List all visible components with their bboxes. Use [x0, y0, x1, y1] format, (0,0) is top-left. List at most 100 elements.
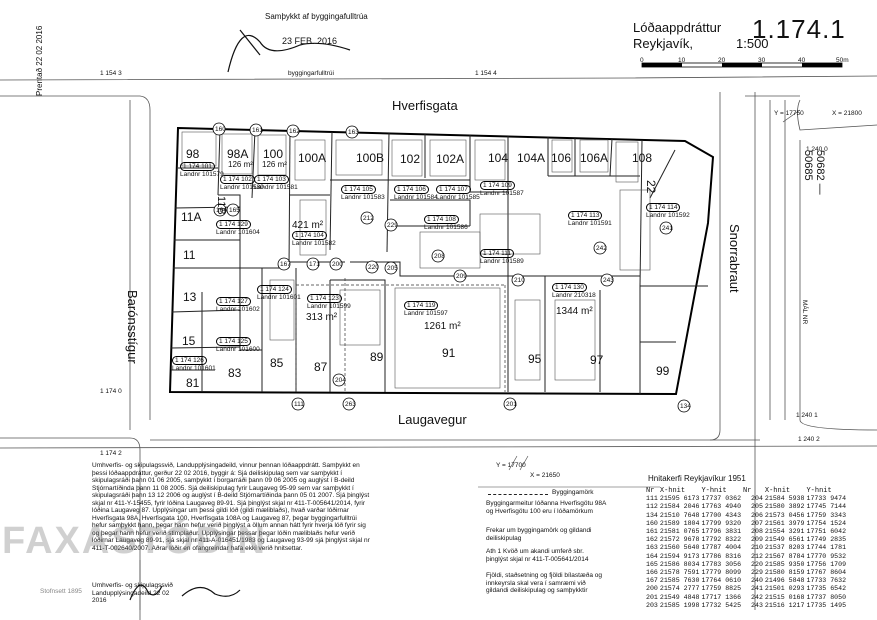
table-cell: 134	[646, 511, 658, 519]
point-205: 205	[387, 265, 398, 272]
table-cell: 207	[751, 519, 763, 527]
table-cell: 243	[751, 601, 763, 609]
lot-91: 91	[442, 346, 456, 360]
coord-header: X-hnit	[764, 487, 791, 495]
watermark-small: Stofnsett 1895	[40, 588, 82, 595]
lot-102: 102	[400, 152, 421, 166]
table-cell: 17756 1709	[806, 560, 847, 568]
table-cell: 21585 7630	[659, 577, 700, 585]
y-17700: Y = 17700	[496, 462, 526, 469]
scale-bar	[641, 62, 843, 68]
area-119: 1261 m²	[424, 321, 461, 332]
table-cell: 240	[751, 577, 763, 585]
table-cell: 21581 0765	[659, 528, 700, 536]
lot-13: 13	[183, 290, 197, 304]
table-cell: 21578 7591	[659, 569, 700, 577]
table-cell: 21585 9350	[764, 560, 805, 568]
street-baronsstigur: Barónsstígur	[125, 290, 140, 364]
side-case-number: 50682 — 50685	[802, 150, 826, 195]
grid-1174-2: 1 174 2	[100, 450, 122, 457]
street-hverfisgata: Hverfisgata	[392, 98, 458, 113]
table-cell: 17749 2835	[806, 536, 847, 544]
lot-95: 95	[528, 352, 542, 366]
table-cell: 17735 1495	[806, 601, 847, 609]
boundary-points	[212, 122, 691, 413]
table-cell: 206	[751, 511, 763, 519]
point-161: 161	[252, 127, 263, 134]
x-21800: X = 21800	[832, 110, 862, 117]
dashed-build-limits	[295, 278, 506, 392]
lot-102A: 102A	[436, 152, 465, 166]
table-cell: 17717 1366	[701, 593, 742, 601]
coord-header: Nr	[743, 487, 752, 495]
x-21650: X = 21650	[530, 472, 560, 479]
lot-106A: 106A	[580, 151, 609, 165]
lot-87: 87	[314, 360, 328, 374]
point-164: 164	[216, 207, 227, 214]
table-cell: 21515 0168	[764, 593, 805, 601]
point-167: 167	[280, 261, 291, 268]
table-cell: 17759 3343	[806, 511, 847, 519]
point-162: 162	[289, 128, 300, 135]
lot-98: 98	[186, 147, 200, 161]
lot-lines	[170, 128, 708, 394]
table-cell: 160	[646, 519, 658, 527]
table-cell: 21584 5938	[764, 495, 805, 503]
table-cell: 17796 3831	[701, 528, 742, 536]
lot-106: 106	[551, 151, 572, 165]
table-cell: 210	[751, 544, 763, 552]
table-cell: 21560 5640	[659, 544, 700, 552]
table-cell: 21516 1217	[764, 601, 805, 609]
table-cell: 111	[646, 495, 658, 503]
building-footprints	[181, 131, 651, 389]
lot-83: 83	[228, 366, 242, 380]
table-cell: 17744 1781	[806, 544, 847, 552]
table-cell: 21554 3291	[764, 528, 805, 536]
table-cell: 242	[751, 593, 763, 601]
scale-tick-50: 50m	[836, 57, 849, 64]
grid-1240-1: 1 240 1	[796, 412, 818, 419]
table-cell: 229	[751, 569, 763, 577]
sheet-title: Lóðaappdráttur	[633, 20, 722, 35]
table-cell: 17733 7632	[806, 577, 847, 585]
table-cell: 17745 7144	[806, 503, 847, 511]
grid-1240-0: 1 240 0	[806, 146, 828, 153]
city-label: Reykjavík,	[633, 36, 693, 51]
point-243: 243	[603, 277, 614, 284]
y-17750: Y = 17750	[774, 110, 804, 117]
table-cell: 162	[646, 536, 658, 544]
scale-tick-40: 40	[798, 57, 806, 64]
table-cell: 21594 9173	[659, 552, 700, 560]
table-cell: 21510 7648	[659, 511, 700, 519]
table-cell: 21496 5848	[764, 577, 805, 585]
table-cell: 17787 4004	[701, 544, 742, 552]
table-cell: 241	[751, 585, 763, 593]
street-curbs	[0, 75, 877, 620]
table-cell: 165	[646, 560, 658, 568]
lot-85: 85	[270, 356, 284, 370]
point-212: 212	[363, 215, 374, 222]
table-cell: 17792 8322	[701, 536, 742, 544]
table-cell: 17767 8604	[806, 569, 847, 577]
point-160: 160	[215, 126, 226, 133]
coord-header: Y-hnit	[806, 487, 832, 495]
area-100: 126 m²	[262, 160, 287, 169]
table-cell: 17799 9320	[701, 519, 742, 527]
